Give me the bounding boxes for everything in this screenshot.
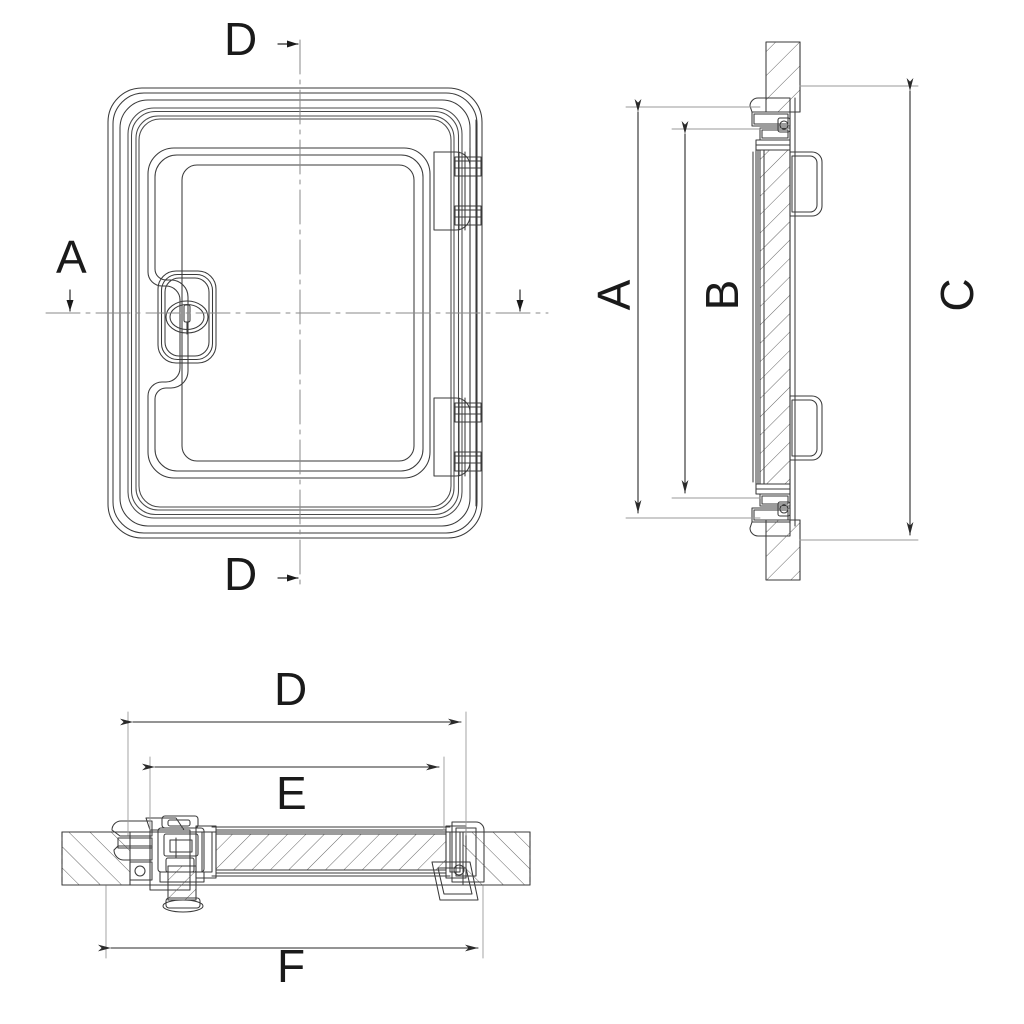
side-extension-lines (625, 85, 919, 541)
dim-label-a-front: A (56, 231, 87, 283)
lock-escutcheon-inner (164, 277, 210, 357)
dim-label-d-top: D (224, 13, 258, 65)
side-frame-bottom (749, 483, 791, 537)
hinge-lower (433, 397, 482, 477)
dim-label-c-side: C (931, 278, 983, 312)
bottom-panel-edges (195, 825, 467, 879)
side-hinge-lower (789, 395, 823, 461)
bottom-section-view (61, 711, 531, 959)
dim-label-d-bottomview: D (274, 663, 308, 715)
side-panel-body (757, 149, 791, 485)
side-section-view (625, 41, 919, 581)
dim-label-a-side: A (588, 279, 640, 311)
dim-label-e-bottomview: E (276, 767, 307, 819)
dim-label-d-bottom: D (224, 548, 258, 600)
front-centerlines (45, 39, 549, 589)
bottom-right-hinge (431, 821, 485, 901)
dim-label-f-bottomview: F (277, 940, 306, 992)
side-wall-bottom (765, 519, 801, 581)
bottom-lock-body[interactable] (157, 815, 205, 913)
dim-label-b-side: B (696, 279, 748, 311)
side-hinge-upper (789, 151, 823, 217)
bottom-panel-body (211, 826, 451, 877)
hinge-upper (433, 151, 482, 231)
lock-assembly[interactable] (157, 270, 217, 364)
lock-escutcheon-mid (160, 273, 214, 361)
bottom-left-frame (111, 817, 191, 891)
front-view (45, 39, 549, 589)
bottom-wall-left (61, 831, 131, 886)
lock-escutcheon-outer (157, 270, 217, 364)
